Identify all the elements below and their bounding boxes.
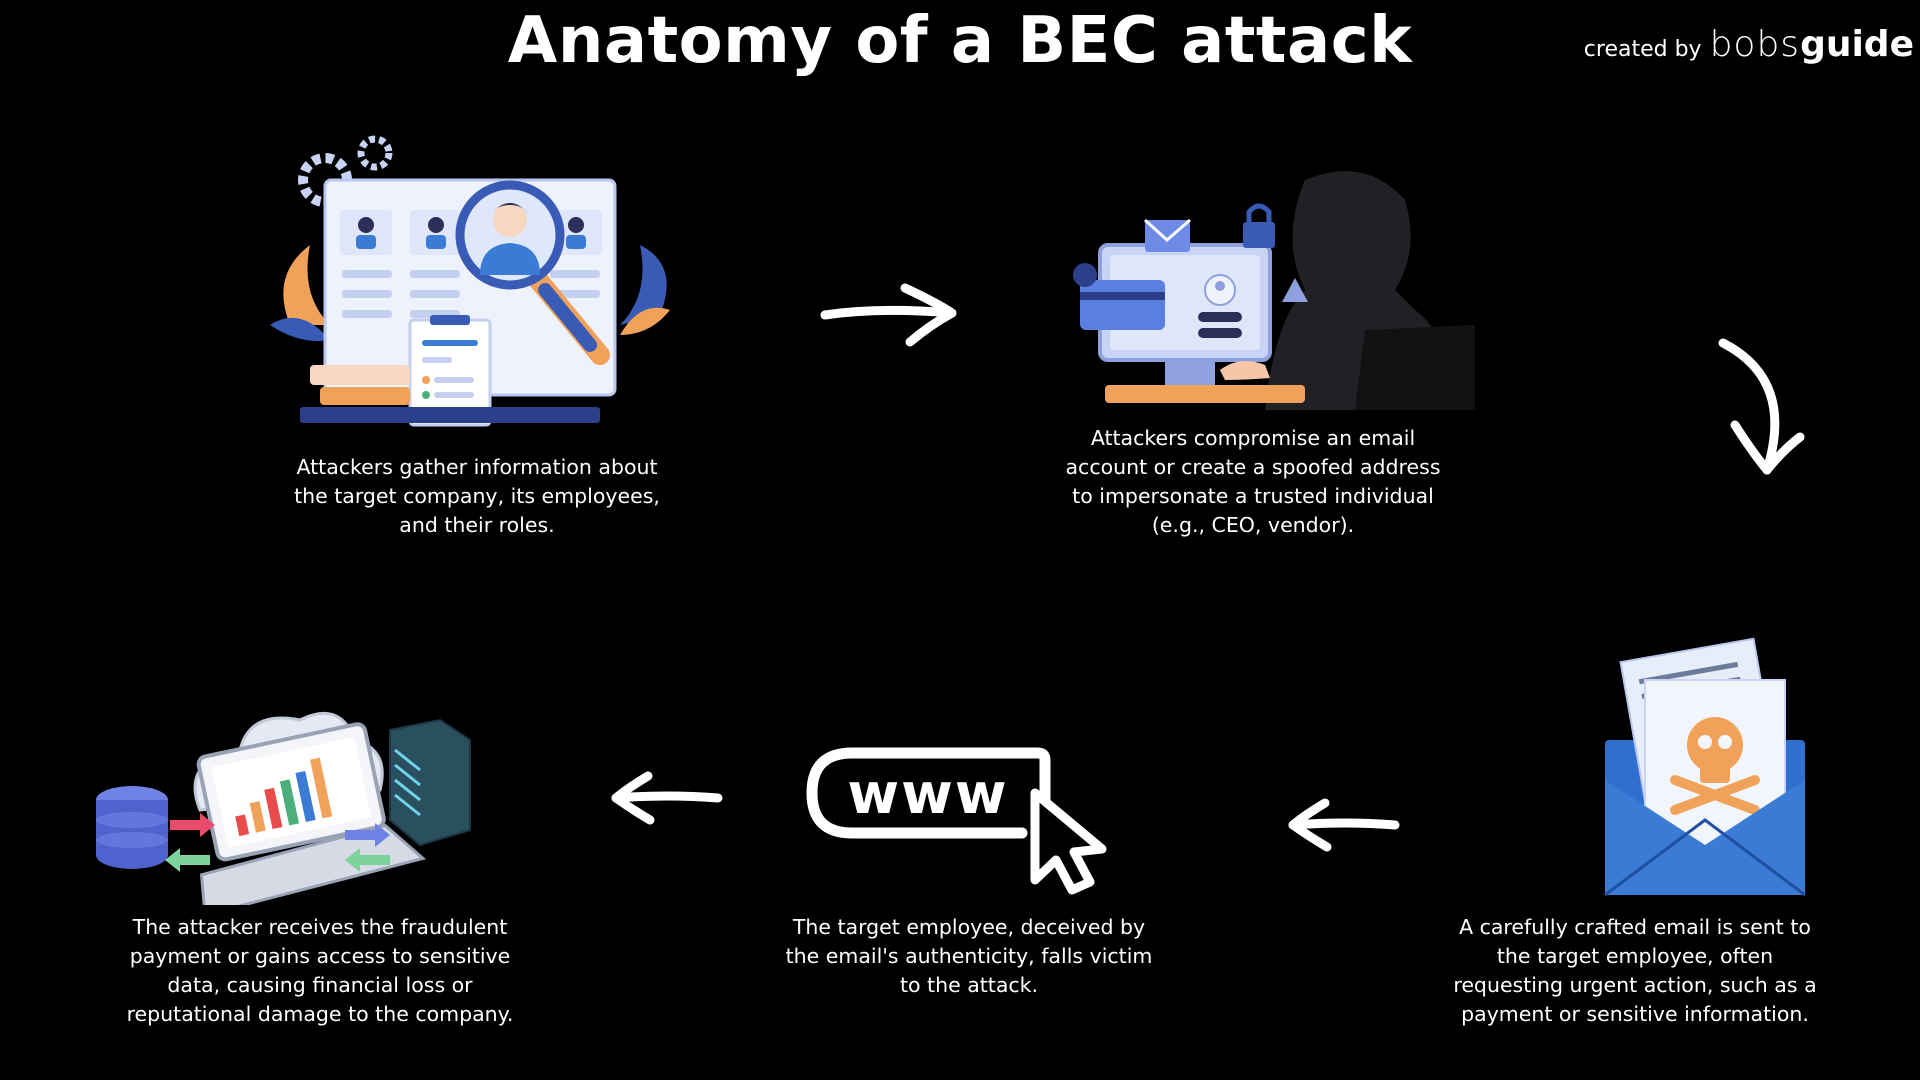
svg-text:www: www xyxy=(847,762,1008,827)
credit-prefix: created by xyxy=(1583,37,1702,62)
step-4-caption: The target employee, deceived by the ema… xyxy=(785,915,1153,997)
brand-logo-light: bobs xyxy=(1709,24,1801,65)
hacker-illustration xyxy=(1073,171,1475,410)
credit: created by bobsguide xyxy=(1584,24,1914,65)
step-5-caption: The attacker receives the fraudulent pay… xyxy=(126,915,514,1026)
malicious-email-illustration xyxy=(1604,637,1806,897)
arrow-left-2-icon xyxy=(611,771,723,825)
arrow-down-icon xyxy=(1718,338,1805,475)
step-2-caption: Attackers compromise an email account or… xyxy=(1065,426,1441,537)
arrow-left-1-icon xyxy=(1288,798,1400,852)
brand-logo-bold: guide xyxy=(1800,24,1914,65)
www-link-illustration: www xyxy=(806,747,1107,895)
recruiter-illustration xyxy=(270,135,670,427)
step-1-caption: Attackers gather information about the t… xyxy=(294,455,660,537)
arrow-right-1-icon xyxy=(820,283,957,347)
step-3-caption: A carefully crafted email is sent to the… xyxy=(1453,915,1817,1026)
data-transfer-illustration xyxy=(96,711,471,905)
page-title: Anatomy of a BEC attack xyxy=(507,4,1413,78)
